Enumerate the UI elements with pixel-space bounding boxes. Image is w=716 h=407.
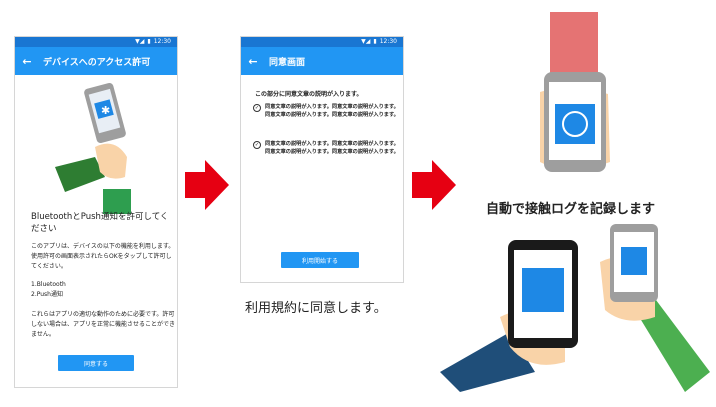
arrow-right-icon [185, 160, 229, 210]
bluetooth-icon [94, 99, 114, 119]
app-bar: ← デバイスへのアクセス許可 [15, 47, 177, 75]
battery-icon: ▮ [147, 38, 151, 45]
start-button[interactable]: 利用開始する [281, 252, 359, 268]
contact-app-icon [555, 104, 595, 144]
status-time: 12:30 [153, 38, 171, 45]
permission-note: これらはアプリの適切な動作のために必要です。許可しない場合は、アプリを正常に機能… [31, 311, 176, 338]
svg-text:✱: ✱ [101, 104, 110, 117]
hand-phone-illustration [540, 12, 610, 172]
status-bar: ▼◢ ▮ 12:30 [241, 37, 403, 47]
agree-button[interactable]: 同意する [58, 355, 134, 371]
permission-description: このアプリは、デバイスの以下の機能を利用します。使用許可の画面表示されたらOKを… [31, 243, 175, 270]
two-phones-illustration [440, 224, 710, 392]
appbar-title: 同意画面 [269, 57, 306, 68]
back-arrow-icon[interactable]: ← [22, 54, 32, 68]
consent-item-text: 同意文章の説明が入ります。同意文章の説明が入ります。同意文章の説明が入ります。同… [265, 104, 399, 118]
consent-item: ✓ 同意文章の説明が入ります。同意文章の説明が入ります。同意文章の説明が入ります… [253, 103, 399, 119]
app-bar: ← 同意画面 [241, 47, 403, 75]
signal-icon: ▼◢ [135, 38, 145, 45]
feature-bluetooth: 1.Bluetooth [31, 281, 66, 288]
consent-item-text: 同意文章の説明が入ります。同意文章の説明が入ります。同意文章の説明が入ります。同… [265, 141, 399, 155]
consent-caption: 利用規約に同意します。 [245, 301, 387, 316]
back-arrow-icon[interactable]: ← [248, 54, 258, 68]
contact-log-caption: 自動で接触ログを記録します [486, 202, 656, 217]
check-icon[interactable]: ✓ [253, 104, 261, 112]
arrow-right-icon [412, 160, 456, 210]
check-icon[interactable]: ✓ [253, 141, 261, 149]
appbar-title: デバイスへのアクセス許可 [43, 57, 151, 68]
contact-app-icon [621, 247, 647, 275]
battery-icon: ▮ [373, 38, 377, 45]
permission-screen: ▼◢ ▮ 12:30 ← デバイスへのアクセス許可 ✱ BluetoothとPu… [14, 36, 178, 388]
phone-hand-illustration: ✱ [55, 82, 131, 214]
permission-title: BluetoothとPush通知を許可してください [31, 212, 169, 234]
feature-push: 2.Push通知 [31, 291, 63, 298]
signal-icon: ▼◢ [361, 38, 371, 45]
consent-intro: この部分に同意文章の説明が入ります。 [255, 91, 363, 98]
consent-item: ✓ 同意文章の説明が入ります。同意文章の説明が入ります。同意文章の説明が入ります… [253, 140, 399, 156]
contact-app-icon [522, 268, 564, 312]
consent-screen: ▼◢ ▮ 12:30 ← 同意画面 この部分に同意文章の説明が入ります。 ✓ 同… [240, 36, 404, 283]
status-time: 12:30 [379, 38, 397, 45]
status-bar: ▼◢ ▮ 12:30 [15, 37, 177, 47]
